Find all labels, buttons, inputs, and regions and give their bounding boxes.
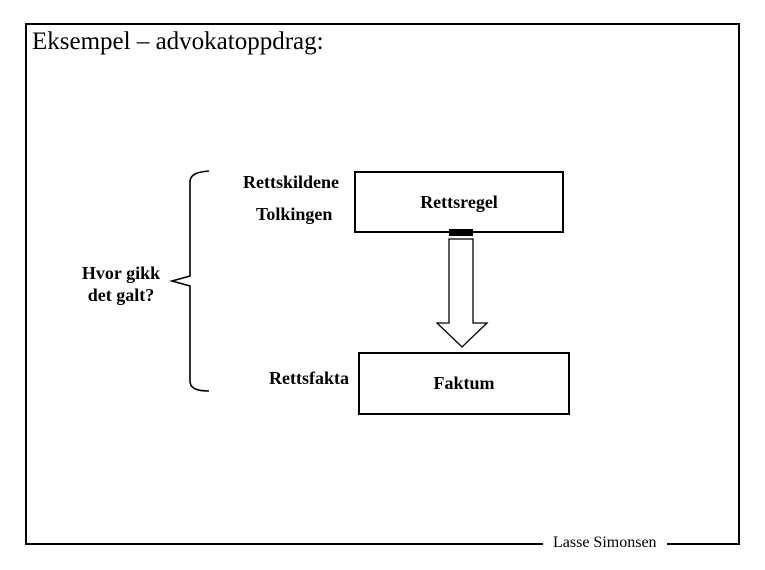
fact-box: Faktum <box>358 352 570 415</box>
footer-author: Lasse Simonsen <box>543 532 667 554</box>
fact-box-label: Faktum <box>433 373 495 393</box>
slide-title: Eksempel – advokatoppdrag: <box>32 28 324 55</box>
question-text: Hvor gikk det galt? <box>61 262 181 306</box>
curly-brace-icon <box>169 170 210 392</box>
question-line2: det galt? <box>87 285 155 305</box>
down-arrow-icon <box>436 229 489 348</box>
label-rettsfakta: Rettsfakta <box>269 368 349 388</box>
label-tolkingen: Tolkingen <box>256 204 333 224</box>
question-line1: Hvor gikk <box>81 263 161 283</box>
label-rettskildene: Rettskildene <box>243 172 339 192</box>
rule-box: Rettsregel <box>354 171 564 233</box>
rule-box-label: Rettsregel <box>420 191 498 212</box>
slide-frame: Eksempel – advokatoppdrag: Hvor gikk det… <box>25 23 740 554</box>
